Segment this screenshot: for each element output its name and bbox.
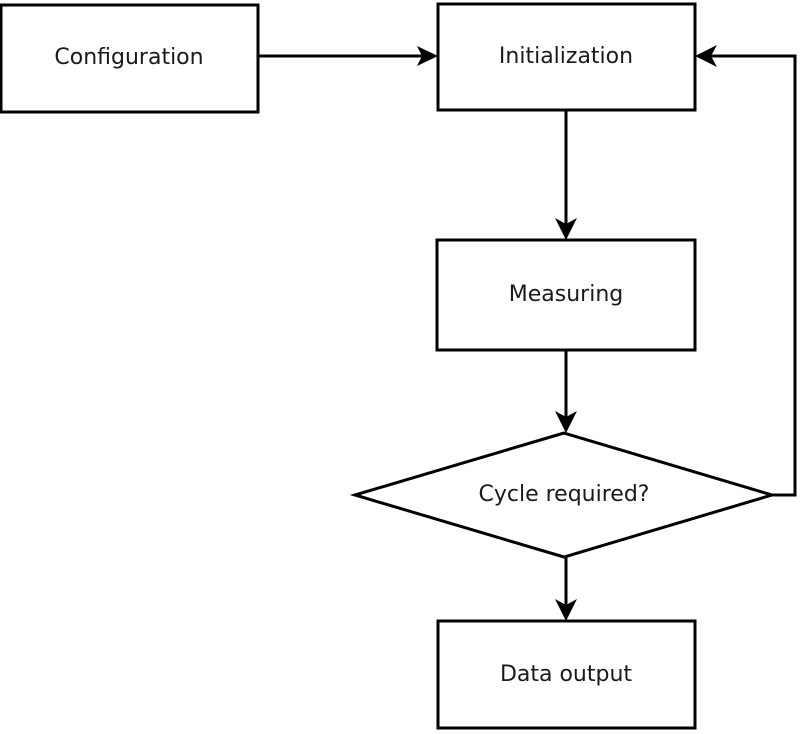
node-data-output[interactable]: Data output [436, 619, 697, 730]
edge-initialization-to-measuring [555, 110, 577, 240]
node-cycle-required[interactable]: Cycle required? [349, 431, 778, 559]
node-configuration[interactable]: Configuration [0, 3, 260, 114]
edge-configuration-to-initialization [258, 46, 438, 66]
edge-cycle-required-to-initialization [695, 45, 797, 497]
node-measuring[interactable]: Measuring [435, 238, 697, 352]
cycle-required-label: Cycle required? [479, 482, 650, 507]
configuration-label: Configuration [54, 45, 203, 70]
data-output-box[interactable] [436, 619, 697, 730]
arrowhead-init-measuring [555, 218, 577, 240]
edge-measuring-to-cycle-required [555, 350, 577, 433]
measuring-box[interactable] [435, 238, 697, 352]
configuration-box[interactable] [0, 3, 260, 114]
edge-line-feedback-loop [707, 54, 797, 497]
data-output-label: Data output [500, 662, 632, 687]
arrowhead-cycle-output [555, 599, 577, 621]
measuring-label: Measuring [509, 282, 623, 307]
arrowhead-measuring-cycle [555, 411, 577, 433]
initialization-label: Initialization [499, 44, 633, 69]
initialization-box[interactable] [436, 2, 697, 112]
arrowhead-config-init [417, 46, 438, 66]
arrowhead-feedback-loop [695, 45, 717, 67]
cycle-required-diamond[interactable] [349, 431, 778, 559]
edge-cycle-required-to-data-output [555, 557, 577, 621]
node-initialization[interactable]: Initialization [436, 2, 697, 112]
